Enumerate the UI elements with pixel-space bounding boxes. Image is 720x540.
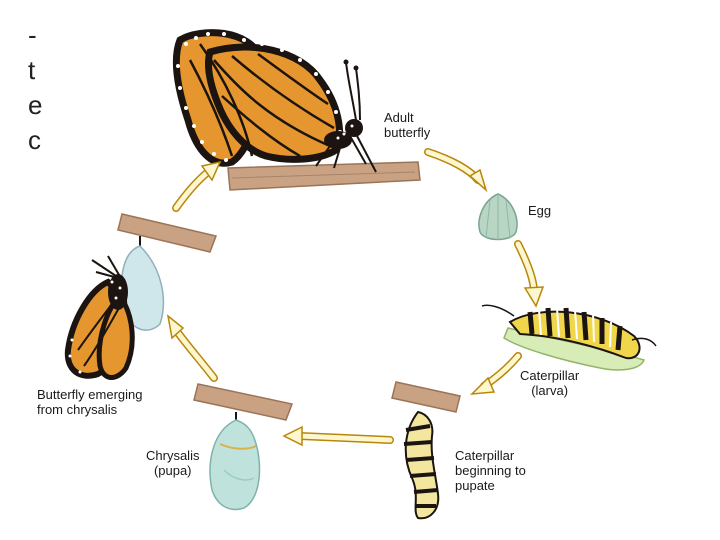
partial-text-line: t <box>28 55 36 85</box>
adult-butterfly-illustration <box>172 29 377 173</box>
label-egg: Egg <box>528 203 552 218</box>
partial-text-line: e <box>28 90 43 120</box>
label-adult-butterfly: Adult butterfly <box>384 110 431 140</box>
label-caterpillar-pupate: Caterpillar beginning to pupate <box>455 448 526 493</box>
arrow-egg-to-caterpillar <box>514 240 545 308</box>
arrow-emerging-to-adult <box>172 160 222 212</box>
caterpillar-illustration <box>481 304 657 371</box>
arrow-pupating-to-chrysalis <box>282 425 394 447</box>
pupating-caterpillar-illustration <box>403 410 440 520</box>
label-butterfly-emerging: Butterfly emerging from chrysalis <box>37 387 143 417</box>
label-chrysalis-pupa: Chrysalis (pupa) <box>146 448 200 478</box>
arrow-chrysalis-to-emerging <box>166 314 218 382</box>
branch-top <box>227 161 421 191</box>
branch-bottom-left <box>193 383 294 421</box>
arrow-caterpillar-to-pupating <box>470 352 522 395</box>
branch-left-upper <box>117 213 218 253</box>
partial-text-line: c <box>28 125 41 155</box>
arrow-adult-to-egg <box>424 148 488 193</box>
branch-bottom-right <box>391 381 461 413</box>
egg-illustration <box>478 193 518 241</box>
label-caterpillar-larva: Caterpillar (larva) <box>520 368 580 398</box>
partial-text-line: - <box>28 20 37 50</box>
chrysalis-illustration <box>209 412 261 511</box>
partial-slide-text: - t e c <box>28 18 58 158</box>
emerging-butterfly-illustration <box>64 236 165 380</box>
